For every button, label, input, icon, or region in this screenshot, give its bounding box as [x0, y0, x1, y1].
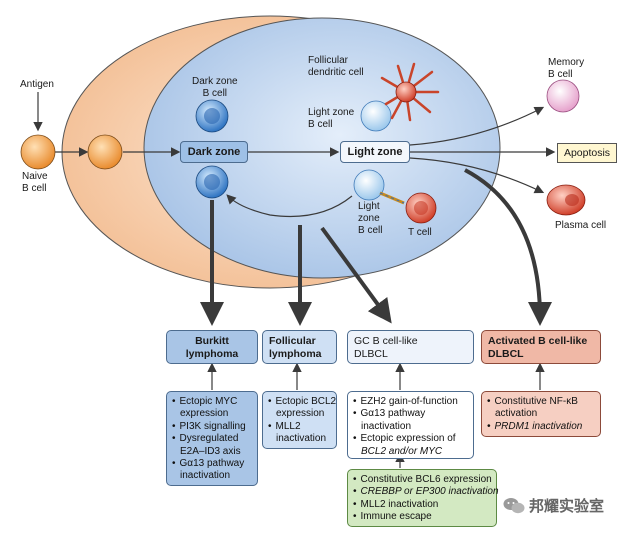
follicular-dendritic-cell: [380, 62, 440, 122]
dark-zone-pill: Dark zone: [180, 141, 248, 163]
lz-top-label-line2: B cell: [308, 119, 333, 130]
burkitt-item-1: Ectopic MYC: [172, 396, 252, 408]
fdc-label-line1: Follicular: [308, 55, 349, 66]
gcb-item-2: Gα13 pathway: [353, 408, 468, 420]
shared-item-4: Immune escape: [353, 511, 491, 523]
follicular-item-2b: inactivation: [276, 433, 327, 445]
follicular-dendritic-cell-label: Follicular dendritic cell: [308, 55, 364, 79]
dark-zone-b-cell-label-line1: Dark zone: [192, 76, 238, 87]
light-zone-b-cell-label-top: Light zone B cell: [308, 107, 354, 131]
abc-item-1: Constitutive NF-κB: [487, 396, 595, 408]
lz-bottom-label-line2: zone: [358, 213, 380, 224]
watermark-text: 邦耀实验室: [529, 498, 605, 515]
t-cell-label: T cell: [408, 227, 432, 238]
follicular-title-line2: lymphoma: [269, 348, 322, 360]
abc-dlbcl-box: Activated B cell-like DLBCL: [481, 330, 601, 364]
shared-mutation-list: Constitutive BCL6 expression CREBBP or E…: [347, 469, 499, 527]
burkitt-mutation-list: Ectopic MYC expression PI3K signalling D…: [166, 391, 258, 486]
plasma-cell-label: Plasma cell: [555, 220, 607, 231]
lz-bottom-label-line1: Light: [358, 201, 380, 212]
abc-item-1b: activation: [495, 408, 538, 420]
gcb-title-line2: DLBCL: [354, 348, 388, 360]
burkitt-lymphoma-box: Burkitt lymphoma: [166, 330, 258, 364]
dark-zone-b-cell-label: Dark zone B cell: [192, 76, 238, 100]
shared-item-1: Constitutive BCL6 expression: [353, 474, 492, 486]
memory-b-cell: [546, 79, 580, 113]
gcb-item-3: Ectopic expression of: [353, 433, 468, 445]
gcb-item-1: EZH2 gain-of-function: [353, 396, 468, 408]
activated-b-cell: [87, 134, 123, 170]
dark-zone-b-cell-top: [195, 99, 229, 133]
watermark: 邦耀实验室: [503, 495, 604, 516]
abc-item-2: PRDM1 inactivation: [487, 421, 595, 433]
wechat-logo-icon: [503, 497, 525, 513]
dark-zone-b-cell-label-line2: B cell: [202, 88, 228, 99]
burkitt-title-line1: Burkitt: [195, 335, 229, 347]
dark-zone-b-cell-bottom: [195, 165, 229, 199]
naive-b-cell-label-line2: B cell: [22, 183, 47, 194]
burkitt-item-2: PI3K signalling: [172, 421, 252, 433]
follicular-title-line1: Follicular: [269, 335, 316, 347]
abc-mutation-list: Constitutive NF-κB activation PRDM1 inac…: [481, 391, 601, 437]
naive-b-cell-label: Naive B cell: [22, 171, 48, 195]
naive-b-cell-label-line1: Naive: [22, 171, 48, 182]
gcb-mutation-list: EZH2 gain-of-function Gα13 pathway inact…: [347, 391, 474, 459]
gcb-title-line1: GC B cell-like: [354, 335, 418, 347]
follicular-item-1b: expression: [276, 408, 325, 420]
fdc-label-line2: dendritic cell: [308, 67, 364, 78]
burkitt-item-3: Dysregulated: [172, 433, 252, 445]
lz-top-label-line1: Light zone: [308, 107, 355, 118]
shared-item-2: CREBBP or EP300 inactivation: [353, 486, 499, 498]
light-zone-b-cell-bottom: [353, 169, 405, 205]
light-zone-pill: Light zone: [340, 141, 410, 163]
gcb-dlbcl-box: GC B cell-like DLBCL: [347, 330, 474, 364]
gcb-item-3b: BCL2 and/or MYC: [361, 445, 443, 457]
light-zone-b-cell-top: [360, 100, 392, 132]
gcb-item-2b: inactivation: [361, 420, 412, 432]
burkitt-title-line2: lymphoma: [185, 348, 239, 360]
memory-b-cell-label: Memory B cell: [548, 57, 584, 81]
abc-title-line1: Activated B cell-like: [488, 335, 588, 347]
follicular-lymphoma-box: Follicular lymphoma: [262, 330, 337, 364]
lz-bottom-label-line3: B cell: [358, 225, 383, 236]
memory-label-line2: B cell: [548, 69, 573, 80]
abc-title-line2: DLBCL: [488, 348, 524, 360]
burkitt-item-3b: E2A–ID3 axis: [180, 445, 241, 457]
apoptosis-box: Apoptosis: [557, 143, 617, 163]
plasma-cell: [546, 184, 586, 216]
follicular-item-2: MLL2: [268, 421, 331, 433]
light-zone-b-cell-label-bottom: Light zone B cell: [358, 201, 382, 237]
memory-label-line1: Memory: [548, 57, 585, 68]
burkitt-item-1b: expression: [180, 408, 229, 420]
antigen-label: Antigen: [20, 79, 54, 90]
t-cell: [405, 192, 437, 224]
naive-b-cell: [20, 134, 56, 170]
burkitt-item-4: Gα13 pathway: [172, 458, 252, 470]
shared-item-3: MLL2 inactivation: [353, 499, 491, 511]
follicular-mutation-list: Ectopic BCL2 expression MLL2 inactivatio…: [262, 391, 337, 449]
follicular-item-1: Ectopic BCL2: [268, 396, 337, 408]
burkitt-item-4b: inactivation: [180, 470, 231, 482]
